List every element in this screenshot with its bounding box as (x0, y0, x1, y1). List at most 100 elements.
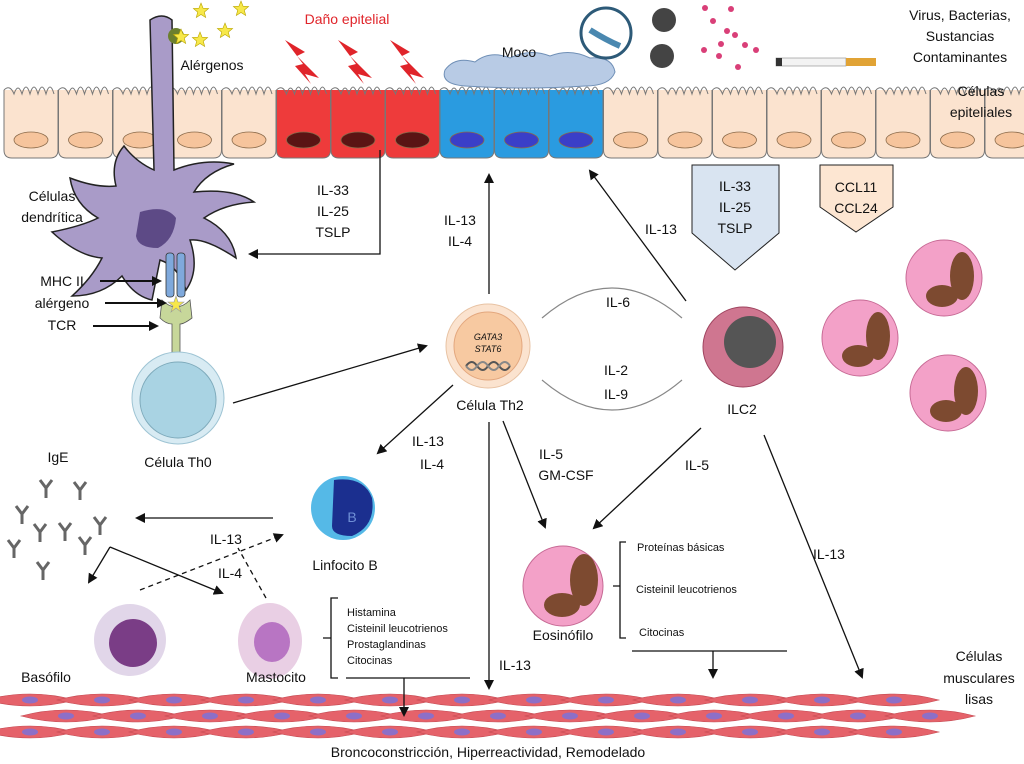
ige-antibody (6, 539, 22, 558)
mast-label: Mastocito (246, 669, 306, 685)
mast-mediator-2: Prostaglandinas (347, 639, 426, 651)
smooth-muscle-cell (703, 725, 797, 739)
allergen-stars (172, 0, 250, 48)
chemokine-box (819, 164, 894, 233)
bcell-letter: B (347, 509, 356, 525)
il2-label: IL-2 (604, 362, 628, 378)
smooth-muscle-cell (703, 693, 797, 707)
ige-antibody (72, 481, 88, 500)
eos-mediator-line (632, 650, 787, 676)
alarmin-box (691, 164, 780, 271)
b-dashed-1: IL-4 (218, 565, 242, 581)
epithelial-cell (875, 86, 931, 159)
th2-epith-0: IL-13 (444, 212, 476, 228)
muscle-label-0: Células (956, 648, 1003, 664)
damage-bolts (285, 40, 424, 84)
alarmin-dc-1: IL-25 (317, 203, 349, 219)
labels: Daño epitelial Alérgenos Moco Virus, Bac… (21, 7, 1015, 760)
smooth-muscle-cell (163, 709, 257, 723)
pathogens-label-0: Virus, Bacterias, (909, 7, 1011, 23)
mast-mediator-3: Citocinas (347, 655, 393, 667)
smooth-muscle-cell (199, 725, 293, 739)
ilc2-label: ILC2 (727, 401, 757, 417)
th2-gene-1: STAT6 (475, 344, 502, 354)
th2-eos-0: IL-5 (539, 446, 563, 462)
epithelial-cell (712, 86, 767, 159)
b-cell (311, 476, 375, 540)
epithelial-label-1: epiteliales (950, 104, 1012, 120)
mucus-cloud (443, 52, 616, 89)
bracket-mast (323, 597, 338, 679)
ige-antibodies (6, 479, 108, 580)
th2-muscle: IL-13 (499, 657, 531, 673)
chemokine-box-1: CCL24 (834, 200, 878, 216)
ige-label: IgE (47, 449, 68, 465)
epithelial-label-0: Células (958, 83, 1005, 99)
bcell-label: Linfocito B (312, 557, 377, 573)
damage-label: Daño epitelial (305, 11, 390, 27)
epithelial-cell (494, 86, 549, 159)
eos-mediator-2: Citocinas (639, 627, 685, 639)
th2-gene-0: GATA3 (474, 332, 502, 342)
alarmin-box-1: IL-25 (719, 199, 751, 215)
smooth-muscle-cell (271, 693, 365, 707)
epithelial-cell (221, 86, 277, 159)
epithelial-cell (821, 86, 876, 159)
epithelial-cell (330, 86, 386, 159)
ilc2-cell (702, 306, 784, 388)
mast-cell (238, 603, 302, 679)
smooth-muscle-cell (559, 725, 653, 739)
ige-antibody (57, 522, 73, 541)
eosinophil (905, 239, 983, 317)
arrow-dashed-basophil-to-b (139, 533, 284, 591)
smooth-muscle-layer (0, 693, 977, 739)
allergen-label: alérgeno (35, 295, 90, 311)
th2-label: Célula Th2 (456, 397, 524, 413)
il6-label: IL-6 (606, 294, 630, 310)
dendritic-label-0: Células (29, 188, 76, 204)
dendritic-label-1: dendrítica (21, 209, 83, 225)
epithelial-cell (439, 86, 495, 159)
b-dashed-0: IL-13 (210, 531, 242, 547)
th2-b-1: IL-4 (420, 456, 444, 472)
eos-label: Eosinófilo (533, 627, 594, 643)
smooth-muscle-cell (415, 693, 509, 707)
dashed-mast-to-il (237, 547, 267, 599)
th2-cell (445, 303, 531, 389)
pathogens-label-1: Sustancias (926, 28, 994, 44)
epithelial-cell (385, 86, 440, 159)
ige-antibody (35, 561, 51, 580)
ilc2-muscle: IL-13 (813, 546, 845, 562)
mhc-tcr-complex (159, 252, 193, 369)
ige-antibody (92, 516, 108, 535)
allergen-star (191, 31, 209, 48)
smooth-muscle-cell (271, 725, 365, 739)
allergen-star (172, 28, 190, 45)
th2-b-0: IL-13 (412, 433, 444, 449)
epithelial-cell (276, 86, 331, 159)
tcr-label: TCR (48, 317, 77, 333)
epithelial-cell (167, 86, 222, 159)
alarmin-box-2: TSLP (717, 220, 752, 236)
smooth-muscle-cell (91, 709, 185, 723)
mast-mediator-1: Cisteinil leucotrienos (347, 623, 448, 635)
smooth-muscle-cell (559, 693, 653, 707)
th2-epith-1: IL-4 (448, 233, 472, 249)
smooth-muscle-cell (883, 709, 977, 723)
allergen-star (232, 0, 250, 17)
epithelial-cell (657, 86, 713, 159)
arrow-th0-to-th2 (232, 343, 428, 404)
ilc2-epith: IL-13 (645, 221, 677, 237)
th0-label: Célula Th0 (144, 454, 212, 470)
muscle-label-2: lisas (965, 691, 993, 707)
outcome-label: Broncoconstricción, Hiperreactividad, Re… (331, 744, 646, 760)
bracket-eos (613, 541, 626, 639)
eosinophil (909, 354, 987, 432)
alarmin-dc-2: TSLP (315, 224, 350, 240)
epithelial-cell (58, 86, 113, 159)
muscle-label-1: musculares (943, 670, 1015, 686)
arrow-alarmins-to-dc (248, 150, 381, 259)
epithelial-cell (548, 86, 604, 159)
recruited-eosinophils (821, 239, 987, 432)
